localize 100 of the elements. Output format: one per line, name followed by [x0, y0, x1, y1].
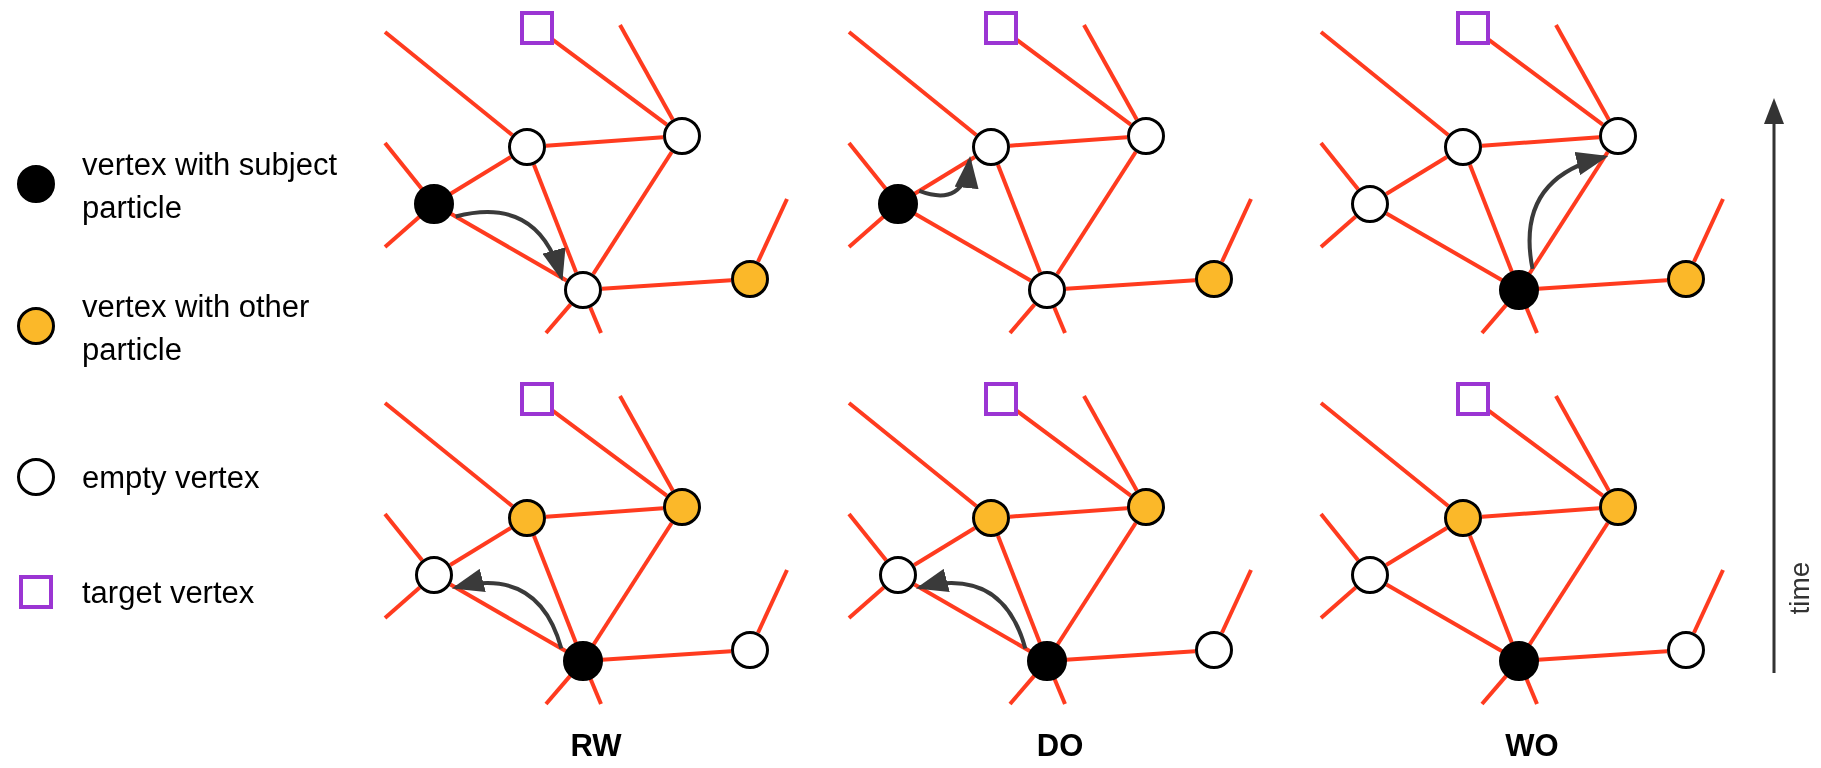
dangling-edge-line [1554, 395, 1611, 492]
dangling-edge-line [1319, 586, 1358, 620]
dangling-edge-line [847, 141, 888, 191]
dangling-edge-line [1319, 215, 1358, 249]
edge-line [449, 155, 512, 196]
move-arrow [451, 569, 564, 650]
edge-line [1481, 506, 1600, 519]
target-vertex-square [984, 382, 1018, 416]
dangling-edge-line [1082, 395, 1139, 492]
edge-line [996, 163, 1042, 274]
dangling-edge-line [1554, 24, 1611, 121]
edge-line [545, 506, 664, 519]
empty-vertex [1351, 185, 1389, 223]
occupied-vertex [663, 488, 701, 526]
panel-label: DO [1036, 728, 1084, 764]
edge-line [1527, 521, 1610, 647]
target-vertex-square [520, 11, 554, 45]
edge-line [1009, 506, 1128, 519]
empty-vertex [508, 128, 546, 166]
dangling-edge-line [618, 24, 675, 121]
subject-vertex [878, 184, 918, 224]
occupied-vertex [1667, 260, 1705, 298]
empty-vertex [1195, 631, 1233, 669]
edge-line [532, 163, 578, 274]
dangling-edge-line [1319, 141, 1360, 191]
target-vertex-square [520, 382, 554, 416]
dangling-edge-line [1319, 401, 1450, 508]
edge-line [913, 211, 1032, 283]
edge-line [913, 582, 1032, 654]
dangling-edge-line [1220, 569, 1253, 634]
empty-vertex [879, 556, 917, 594]
edge-line [913, 526, 976, 567]
edge-line [1481, 135, 1600, 148]
dangling-edge-line [544, 303, 573, 335]
dangling-edge-line [847, 215, 886, 249]
dangling-edge-line [1052, 677, 1067, 705]
edge-line [1065, 649, 1196, 662]
dangling-edge-line [1319, 30, 1450, 137]
edge-line [532, 534, 578, 645]
panel-label: RW [570, 728, 622, 764]
dangling-edge-line [1480, 674, 1509, 706]
empty-vertex [1599, 117, 1637, 155]
panel-label: WO [1505, 728, 1559, 764]
dangling-edge-line [588, 306, 603, 334]
edge-line [591, 521, 674, 647]
empty-vertex [564, 271, 602, 309]
dangling-edge-line [1082, 24, 1139, 121]
edge-line [1537, 649, 1668, 662]
edge-line [1468, 163, 1514, 274]
target-vertex-square [1456, 382, 1490, 416]
legend-label: empty vertex [82, 459, 261, 497]
edge-line [1055, 150, 1138, 276]
legend-label: target vertex [82, 574, 256, 612]
occupied-vertex [1127, 488, 1165, 526]
edge-line [1385, 211, 1504, 283]
axis-label: time [1784, 561, 1816, 615]
occupied-vertex [508, 499, 546, 537]
legend-label: vertex with subject particle [82, 146, 338, 227]
edge-line [449, 582, 568, 654]
dangling-edge-line [1692, 569, 1725, 634]
dangling-edge-line [847, 512, 888, 562]
target-vertex-square [984, 11, 1018, 45]
dangling-edge-line [383, 512, 424, 562]
dangling-edge-line [544, 674, 573, 706]
edge-line [1468, 534, 1514, 645]
dangling-edge-line [847, 401, 978, 508]
dangling-edge-line [383, 586, 422, 620]
dangling-edge-line [383, 30, 514, 137]
occupied-vertex [1195, 260, 1233, 298]
dangling-edge-line [1319, 512, 1360, 562]
edge-line [1065, 278, 1196, 291]
dangling-edge-line [1524, 677, 1539, 705]
dangling-edge-line [383, 141, 424, 191]
empty-vertex [663, 117, 701, 155]
dangling-edge-line [756, 198, 789, 263]
dangling-edge-line [588, 677, 603, 705]
empty-vertex [1351, 556, 1389, 594]
empty-vertex [1028, 271, 1066, 309]
edge-line [449, 526, 512, 567]
dangling-edge-line [756, 569, 789, 634]
subject-vertex [1027, 641, 1067, 681]
subject-vertex [1499, 641, 1539, 681]
dangling-edge-line [618, 395, 675, 492]
edge-line [1009, 135, 1128, 148]
edge-line [1055, 521, 1138, 647]
edge-line [545, 135, 664, 148]
dangling-edge-line [383, 401, 514, 508]
dangling-edge-line [1480, 303, 1509, 335]
dangling-edge-line [1692, 198, 1725, 263]
edge-line [1385, 582, 1504, 654]
dangling-edge-line [1008, 674, 1037, 706]
dangling-edge-line [383, 215, 422, 249]
empty-vertex [1667, 631, 1705, 669]
dangling-edge-line [847, 30, 978, 137]
subject-vertex [414, 184, 454, 224]
move-arrow [915, 569, 1028, 650]
subject-vertex [1499, 270, 1539, 310]
edge-line [591, 150, 674, 276]
edge-line [1385, 526, 1448, 567]
edge-line [996, 534, 1042, 645]
